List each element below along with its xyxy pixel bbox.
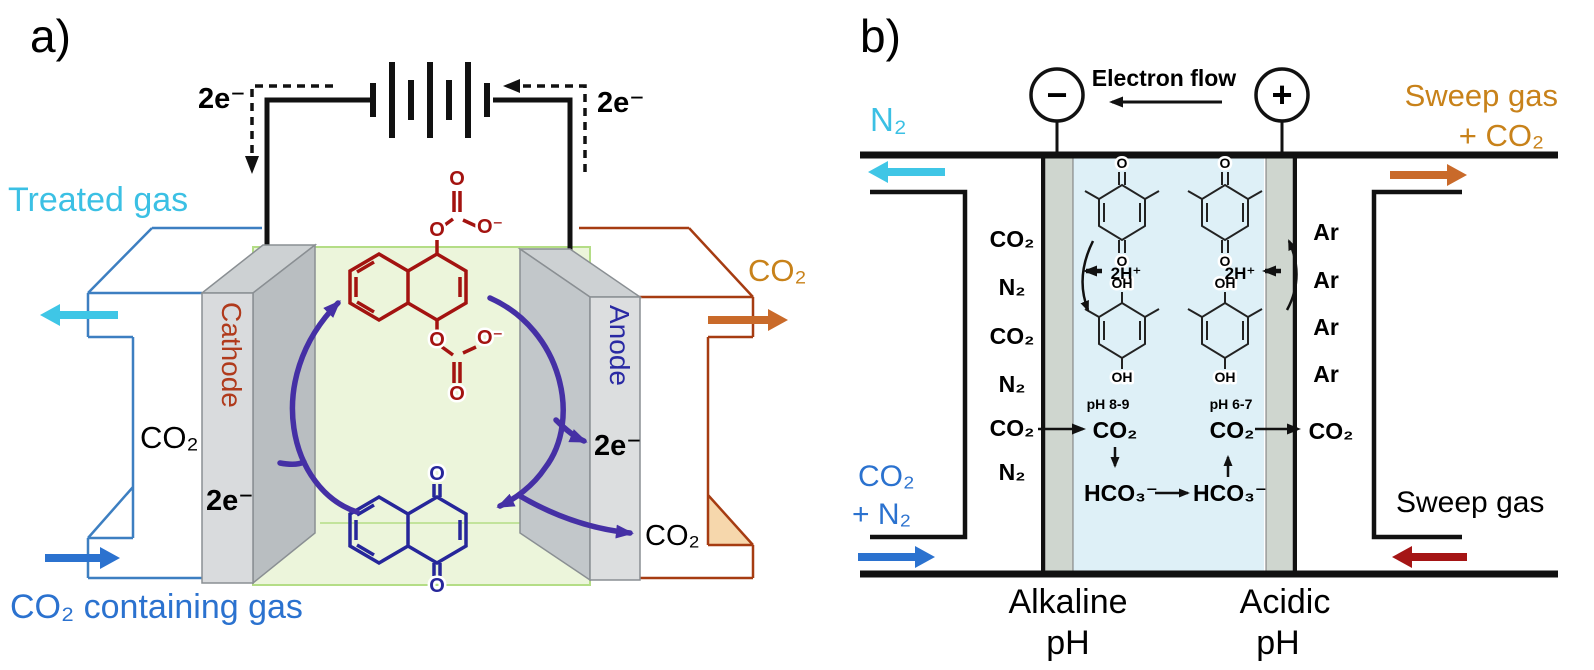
oxidation-cycle-arc-acidic: [1285, 239, 1298, 311]
proton-label-acidic: 2H⁺: [1225, 264, 1256, 283]
sweep-out-arrow: [1390, 164, 1467, 186]
reduction-cycle-arc-alkaline: [1080, 240, 1095, 312]
ph-label-alkaline: pH 8-9: [1087, 396, 1130, 412]
bicarbonate-label-alkaline: HCO₃⁻: [1084, 480, 1158, 506]
electron-flow-dashed-arrow-right: [520, 84, 587, 172]
sweep-gas-ar: Ar: [1313, 267, 1339, 293]
co2-containing-gas-label: CO₂ containing gas: [10, 588, 303, 626]
cathode-slab: Cathode: [199, 243, 318, 585]
feed-gas-n2: N₂: [999, 371, 1026, 397]
acidic-label-line2: pH: [1256, 624, 1299, 662]
feed-gas-co2: CO₂: [990, 226, 1035, 252]
positive-terminal-symbol: +: [1271, 74, 1292, 115]
feed-gas-co2: CO₂: [990, 323, 1035, 349]
negative-terminal-symbol: −: [1046, 74, 1067, 115]
panel-b-label: b): [860, 10, 901, 62]
alkaline-label-line2: pH: [1046, 624, 1089, 662]
oxygen-label: O: [1220, 253, 1231, 269]
co2-absorbed-label: CO₂: [1093, 417, 1138, 443]
electrons-label-anode: 2e⁻: [594, 430, 642, 462]
hydroxyl-label: OH: [1112, 275, 1133, 291]
feed-gas-arrow: [858, 546, 935, 568]
oxygen-anion-label: O⁻: [477, 216, 503, 238]
negative-terminal-icon: [1029, 67, 1085, 123]
redox-cycle-electron-branch: [553, 417, 588, 444]
sweep-in-arrow: [1392, 546, 1467, 568]
sweep-gas-ar: Ar: [1313, 361, 1339, 387]
n2-out-arrow: [868, 161, 945, 183]
sweep-gas-out-label-1: Sweep gas: [1405, 78, 1558, 113]
electrons-label-cathode: 2e⁻: [206, 485, 254, 517]
oxygen-label: O: [449, 383, 465, 405]
co2-feed-label: CO₂: [140, 420, 199, 455]
dicarbonate-molecule: O O O⁻ O O O⁻: [348, 166, 506, 408]
panel-b-membrane-cell: b) − + Electron flow N₂ CO₂ + N₂ CO₂ N₂ …: [852, 10, 1558, 662]
feed-gas-duct: [870, 189, 968, 540]
oxygen-anion-label: O⁻: [477, 327, 503, 349]
electron-flow-arrowhead-left: [245, 156, 259, 174]
battery-icon: [370, 62, 490, 138]
sweep-gas-out-label-2: + CO₂: [1459, 118, 1544, 153]
redox-cycle-cathode-branch: [277, 459, 307, 468]
hydroquinone-molecule-acidic: OH OH: [1187, 273, 1263, 388]
redox-cycle-arrow-up: [289, 300, 360, 515]
quinone-molecule: O O: [348, 461, 468, 600]
anode-label: Anode: [604, 305, 635, 386]
positive-terminal-icon: [1254, 67, 1310, 123]
feed-gas-label-2: + N₂: [852, 498, 911, 531]
acidic-label-line1: Acidic: [1240, 583, 1331, 621]
hydroxyl-label: OH: [1215, 275, 1236, 291]
oxygen-label: O: [429, 219, 445, 241]
oxygen-label: O: [1117, 253, 1128, 269]
co2-desorbed-label: CO₂: [1210, 417, 1255, 443]
proton-label-alkaline: 2H⁺: [1111, 264, 1142, 283]
sweep-gas-ar: Ar: [1313, 314, 1339, 340]
oxygen-label: O: [429, 575, 445, 597]
hydroxyl-label: OH: [1112, 369, 1133, 385]
alkaline-label-line1: Alkaline: [1008, 583, 1127, 621]
quinone-molecule-alkaline: O O: [1084, 153, 1160, 272]
co2-product-label: CO₂: [1309, 418, 1354, 444]
cell-walls: [1041, 157, 1297, 573]
n2-out-label: N₂: [870, 101, 907, 138]
oxygen-label: O: [429, 329, 445, 351]
sweep-gas-in-label: Sweep gas: [1396, 486, 1544, 519]
feed-gas-label-1: CO₂: [858, 460, 915, 493]
panel-a-electrochemical-cell: a) 2e⁻ 2e⁻ Cathode Anode O O O⁻ O O O⁻: [8, 10, 807, 626]
electrons-label-top-left: 2e⁻: [198, 83, 246, 115]
oxygen-label: O: [429, 463, 445, 485]
anode-membrane-strip: [1265, 156, 1294, 574]
sweep-gas-duct: [1371, 189, 1462, 540]
quinone-molecule-acidic: O O: [1187, 153, 1263, 272]
oxygen-label: O: [449, 168, 465, 190]
panel-a-label: a): [30, 10, 71, 62]
co2-out-arrow: [708, 309, 788, 331]
ph-label-acidic: pH 6-7: [1210, 396, 1253, 412]
redox-cycle-arrow-down: [487, 295, 566, 509]
hydroquinone-molecule-alkaline: OH OH: [1084, 273, 1160, 388]
electron-flow-dashed-arrow-left: [250, 84, 333, 156]
cell-electrolyte: [1073, 157, 1264, 573]
cathode-label: Cathode: [216, 302, 247, 408]
treated-gas-label: Treated gas: [8, 181, 188, 219]
co2-release-label: CO₂: [645, 520, 700, 552]
treated-gas-arrow: [40, 304, 118, 326]
co2-feed-arrow: [45, 547, 120, 569]
circuit-wire: [264, 97, 573, 295]
electron-flow-arrowhead-right: [503, 79, 520, 93]
feed-gas-co2: CO₂: [990, 415, 1035, 441]
hydroxyl-label: OH: [1215, 369, 1236, 385]
co2-out-label: CO₂: [748, 253, 807, 288]
sweep-gas-ar: Ar: [1313, 219, 1339, 245]
feed-gas-n2: N₂: [999, 274, 1026, 300]
electron-flow-label: Electron flow: [1092, 65, 1237, 91]
bicarbonate-label-acidic: HCO₃⁻: [1193, 480, 1267, 506]
oxygen-label: O: [1117, 155, 1128, 171]
feed-gas-n2: N₂: [999, 459, 1026, 485]
electrons-label-top-right: 2e⁻: [597, 87, 645, 119]
oxygen-label: O: [1220, 155, 1231, 171]
redox-cycle-co2-branch: [517, 493, 634, 539]
cathode-membrane-strip: [1044, 156, 1074, 574]
